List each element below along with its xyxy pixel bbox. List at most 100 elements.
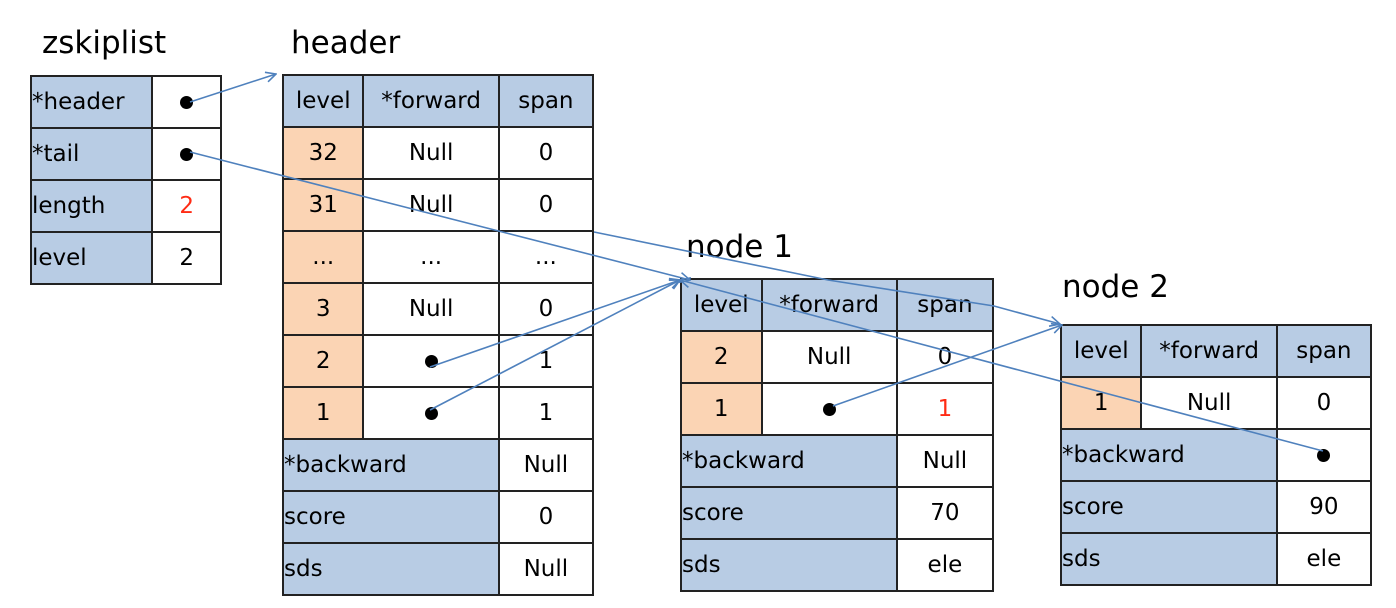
node1-span-value: 1 — [895, 382, 995, 436]
node1-field-row: *backward Null — [680, 434, 995, 488]
node1: level *forward span 2 Null 0 1 1 *backwa… — [680, 278, 995, 592]
header-col-span: span — [497, 74, 595, 128]
header-level-value: 31 — [281, 178, 365, 232]
zskiplist-header-label: *header — [29, 75, 154, 129]
zskiplist-length-label: length — [29, 179, 154, 233]
zskiplist-struct: *header *tail length 2 level 2 — [29, 75, 222, 285]
header-node: level *forward span 32 Null 0 31 Null 0 … — [281, 74, 595, 596]
node2-score-label: score — [1060, 480, 1278, 534]
node2-col-span: span — [1275, 324, 1373, 378]
zskiplist-row-header: *header — [29, 75, 222, 129]
header-span-value: 0 — [497, 282, 595, 336]
node2-backward-pointer — [1275, 428, 1373, 482]
node2-field-row: sds ele — [1060, 532, 1373, 586]
zskiplist-header-pointer — [151, 75, 222, 129]
header-span-value: 1 — [497, 334, 595, 388]
header-level-row: 2 1 — [281, 334, 595, 388]
header-forward-value: Null — [362, 126, 500, 180]
node2-col-level: level — [1059, 324, 1143, 378]
header-backward-label: *backward — [282, 438, 500, 492]
node1-forward-pointer — [760, 382, 898, 436]
node2-sds-value: ele — [1275, 532, 1373, 586]
node2-backward-label: *backward — [1060, 428, 1278, 482]
node1-sds-value: ele — [895, 538, 995, 592]
zskiplist-row-tail: *tail — [29, 127, 222, 181]
header-level-row: ... ... ... — [281, 230, 595, 284]
pointer-dot-icon — [822, 403, 836, 416]
node1-score-label: score — [680, 486, 898, 540]
header-sds-value: Null — [497, 542, 595, 596]
node1-backward-label: *backward — [680, 434, 898, 488]
node1-col-forward: *forward — [760, 278, 898, 332]
zskiplist-tail-label: *tail — [29, 127, 154, 181]
node1-level-row: 1 1 — [680, 382, 995, 436]
node1-col-level: level — [680, 278, 763, 332]
header-level-value: 3 — [281, 282, 365, 336]
node1-backward-value: Null — [895, 434, 995, 488]
node1-score-value: 70 — [895, 486, 995, 540]
pointer-dot-icon — [180, 148, 194, 161]
header-span-value: 0 — [497, 126, 595, 180]
header-score-label: score — [282, 490, 500, 544]
node1-field-row: sds ele — [680, 538, 995, 592]
node1-level-row: 2 Null 0 — [680, 330, 995, 384]
header-col-forward: *forward — [362, 74, 500, 128]
header-forward-pointer — [362, 386, 500, 440]
node2-column-row: level *forward span — [1059, 324, 1373, 378]
node2-level-row: 1 Null 0 — [1059, 376, 1373, 430]
header-level-row: 1 1 — [281, 386, 595, 440]
node2-sds-label: sds — [1060, 532, 1278, 586]
node2-col-forward: *forward — [1140, 324, 1278, 378]
header-sds-label: sds — [282, 542, 500, 596]
node1-level-value: 1 — [680, 382, 763, 436]
header-title: header — [291, 25, 401, 61]
header-field-row: sds Null — [282, 542, 595, 596]
header-field-row: *backward Null — [282, 438, 595, 492]
header-forward-pointer — [362, 334, 500, 388]
node1-span-value: 0 — [895, 330, 995, 384]
node2-field-row: *backward — [1060, 428, 1373, 482]
header-backward-value: Null — [497, 438, 595, 492]
node2-forward-value: Null — [1140, 376, 1278, 430]
header-span-value: 1 — [497, 386, 595, 440]
node1-sds-label: sds — [680, 538, 898, 592]
node2-field-row: score 90 — [1060, 480, 1373, 534]
header-level-value: ... — [281, 230, 365, 284]
header-score-value: 0 — [497, 490, 595, 544]
pointer-dot-icon — [1317, 449, 1331, 462]
header-level-row: 3 Null 0 — [281, 282, 595, 336]
node1-col-span: span — [895, 278, 995, 332]
header-forward-value: Null — [362, 282, 500, 336]
header-forward-value: Null — [362, 178, 500, 232]
zskiplist-length-value: 2 — [151, 179, 222, 233]
header-field-row: score 0 — [282, 490, 595, 544]
node1-field-row: score 70 — [680, 486, 995, 540]
zskiplist-title: zskiplist — [42, 25, 167, 61]
node2-title: node 2 — [1062, 269, 1169, 305]
pointer-dot-icon — [180, 96, 194, 109]
node2: level *forward span 1 Null 0 *backward s… — [1059, 324, 1373, 586]
zskiplist-level-value: 2 — [151, 231, 222, 285]
node1-column-row: level *forward span — [680, 278, 995, 332]
pointer-dot-icon — [424, 407, 438, 420]
node1-level-value: 2 — [680, 330, 763, 384]
pointer-dot-icon — [424, 355, 438, 368]
header-level-value: 1 — [281, 386, 365, 440]
header-level-value: 2 — [281, 334, 365, 388]
header-span-value: ... — [497, 230, 595, 284]
node1-forward-value: Null — [760, 330, 898, 384]
node2-score-value: 90 — [1275, 480, 1373, 534]
header-level-value: 32 — [281, 126, 365, 180]
header-span-value: 0 — [497, 178, 595, 232]
header-level-row: 31 Null 0 — [281, 178, 595, 232]
zskiplist-row-length: length 2 — [29, 179, 222, 233]
node2-span-value: 0 — [1275, 376, 1373, 430]
zskiplist-row-level: level 2 — [29, 231, 222, 285]
header-column-row: level *forward span — [281, 74, 595, 128]
zskiplist-level-label: level — [29, 231, 154, 285]
zskiplist-tail-pointer — [151, 127, 222, 181]
header-col-level: level — [281, 74, 365, 128]
header-level-row: 32 Null 0 — [281, 126, 595, 180]
node2-level-value: 1 — [1059, 376, 1143, 430]
header-forward-value: ... — [362, 230, 500, 284]
